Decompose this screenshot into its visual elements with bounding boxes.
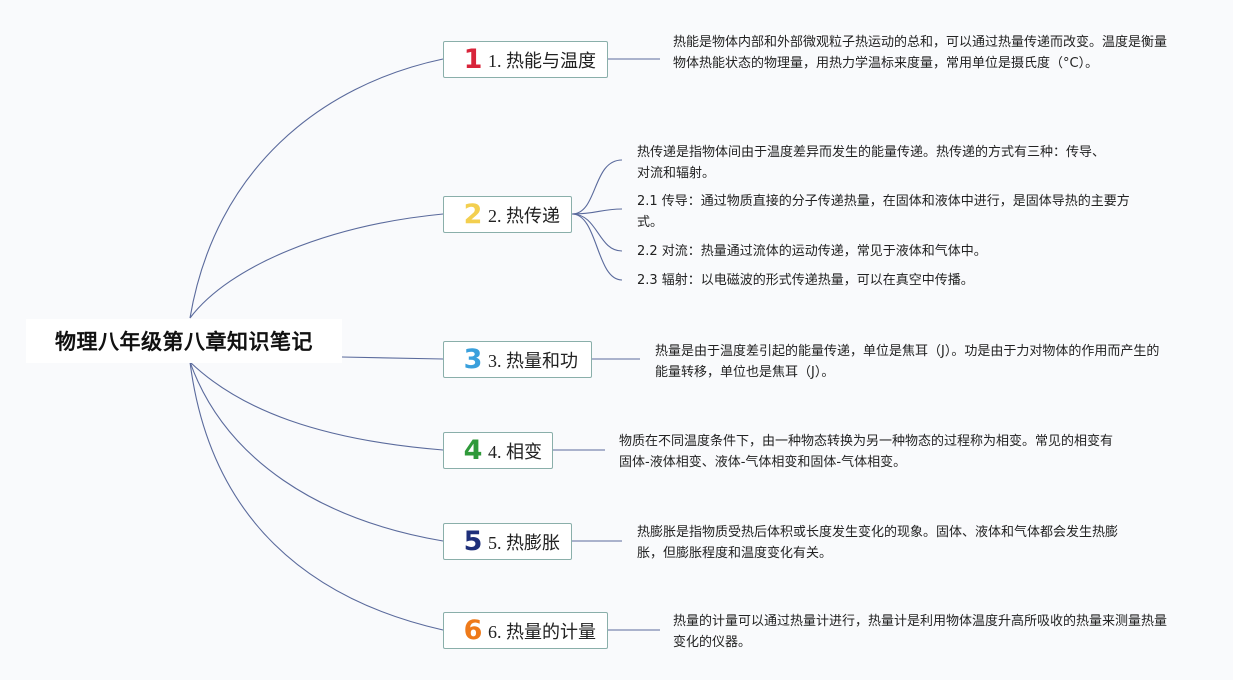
number-2-icon: 2 xyxy=(463,199,483,230)
number-1-icon: 1 xyxy=(463,44,483,75)
topic-6-label: 6. 热量的计量 xyxy=(488,621,596,642)
topic-3-label: 3. 热量和功 xyxy=(488,350,578,371)
link-root-topic-5 xyxy=(189,361,444,542)
topic-6-note[interactable]: 热量的计量可以通过热量计进行，热量计是利用物体温度升高所吸收的热量来测量热量变化… xyxy=(673,614,1168,650)
topic-2-note-1[interactable]: 热传递是指物体间由于温度差异而发生的能量传递。热传递的方式有三种：传导、对流和辐… xyxy=(637,145,1106,181)
topic-4[interactable]: 4 4. 相变 xyxy=(443,432,553,469)
link-root-topic-3 xyxy=(341,356,444,360)
topic-2[interactable]: 2 2. 热传递 xyxy=(443,196,572,233)
topic-6[interactable]: 6 6. 热量的计量 xyxy=(443,612,608,649)
link-root-topic-2 xyxy=(189,213,444,319)
link-topic-2-note-4 xyxy=(571,213,623,281)
link-root-topic-1 xyxy=(189,58,444,319)
topic-5-note[interactable]: 热膨胀是指物质受热后体积或长度发生变化的现象。固体、液体和气体都会发生热膨胀，但… xyxy=(637,525,1119,561)
topic-2-label: 2. 热传递 xyxy=(488,205,560,226)
topic-3[interactable]: 3 3. 热量和功 xyxy=(443,341,592,378)
number-5-icon: 5 xyxy=(463,526,483,557)
topic-5-label: 5. 热膨胀 xyxy=(488,532,560,553)
central-topic[interactable]: 物理八年级第八章知识笔记 xyxy=(26,319,342,363)
number-6-icon: 6 xyxy=(463,615,483,646)
topic-3-note[interactable]: 热量是由于温度差引起的能量传递，单位是焦耳（J）。功是由于力对物体的作用而产生的… xyxy=(655,344,1160,380)
topic-4-label: 4. 相变 xyxy=(488,441,542,462)
link-topic-2-note-2 xyxy=(571,208,623,215)
topic-4-note[interactable]: 物质在不同温度条件下，由一种物态转换为另一种物态的过程称为相变。常见的相变有固体… xyxy=(619,434,1114,470)
number-3-icon: 3 xyxy=(463,344,483,375)
topic-5[interactable]: 5 5. 热膨胀 xyxy=(443,523,572,560)
topic-1-note[interactable]: 热能是物体内部和外部微观粒子热运动的总和，可以通过热量传递而改变。温度是衡量物体… xyxy=(673,35,1168,71)
link-topic-2-note-3 xyxy=(571,213,623,252)
link-topic-2-note-1 xyxy=(571,159,623,215)
link-root-topic-4 xyxy=(189,361,444,451)
topic-2-note-4[interactable]: 2.3 辐射：以电磁波的形式传递热量，可以在真空中传播。 xyxy=(637,273,974,288)
topic-2-note-2[interactable]: 2.1 传导：通过物质直接的分子传递热量，在固体和液体中进行，是固体导热的主要方… xyxy=(637,194,1130,230)
topic-1-label: 1. 热能与温度 xyxy=(488,50,596,71)
number-4-icon: 4 xyxy=(463,435,483,466)
link-root-topic-6 xyxy=(189,361,444,631)
topic-2-note-3[interactable]: 2.2 对流：热量通过流体的运动传递，常见于液体和气体中。 xyxy=(637,244,987,259)
topic-1[interactable]: 1 1. 热能与温度 xyxy=(443,41,608,78)
